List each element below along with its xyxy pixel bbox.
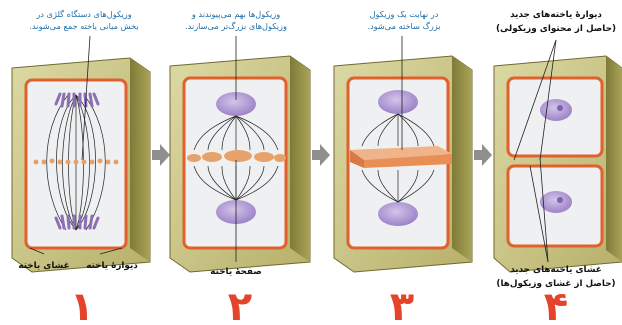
caption-stage3-line1: در نهایت یک وزیکول xyxy=(370,9,439,19)
label-cell-plate: صفحهٔ یاخته xyxy=(210,267,261,277)
caption-stage4-bottom-line1: غشای یاخته‌های جدید xyxy=(510,265,602,275)
caption-stage4-top-line1: دیوارهٔ یاخته‌های جدید xyxy=(510,10,602,20)
label-cell-wall: دیوارهٔ یاخته xyxy=(86,261,138,271)
caption-stage1-line1: وزیکول‌های دستگاه گلژی در xyxy=(35,9,131,19)
caption-stage2-line2: وزیکول‌های بزرگ‌تر می‌سازند. xyxy=(185,21,287,31)
right-arrow-icon xyxy=(312,144,330,166)
nucleus-top-4 xyxy=(540,99,572,121)
step-number-1: ۱ xyxy=(70,284,94,325)
cell-stage-4 xyxy=(494,56,622,272)
nucleus-bottom-4 xyxy=(540,191,572,213)
cell-stage-1 xyxy=(12,58,150,272)
caption-stage2-line1: وزیکول‌ها بهم می‌پیوندند و xyxy=(191,9,280,19)
step-number-2: ۲ xyxy=(228,284,252,325)
nucleus-top-3 xyxy=(378,90,418,114)
caption-stage4-top-line2: (حاصل از محتوای وزیکولی) xyxy=(496,24,616,34)
caption-stage1-line2: بخش میانی یاخته جمع می‌شوند. xyxy=(29,21,138,31)
label-cell-membrane: غشای یاخته xyxy=(18,261,69,271)
nucleus-bottom-3 xyxy=(378,202,418,226)
cell-stage-2 xyxy=(170,56,310,272)
step-number-4: ۴ xyxy=(544,284,568,325)
step-number-3: ۳ xyxy=(390,284,414,325)
cell-stage-3 xyxy=(334,56,472,272)
right-arrow-icon xyxy=(152,144,170,166)
right-arrow-icon xyxy=(474,144,492,166)
caption-stage3-line2: بزرگ ساخته می‌شود. xyxy=(367,21,440,31)
